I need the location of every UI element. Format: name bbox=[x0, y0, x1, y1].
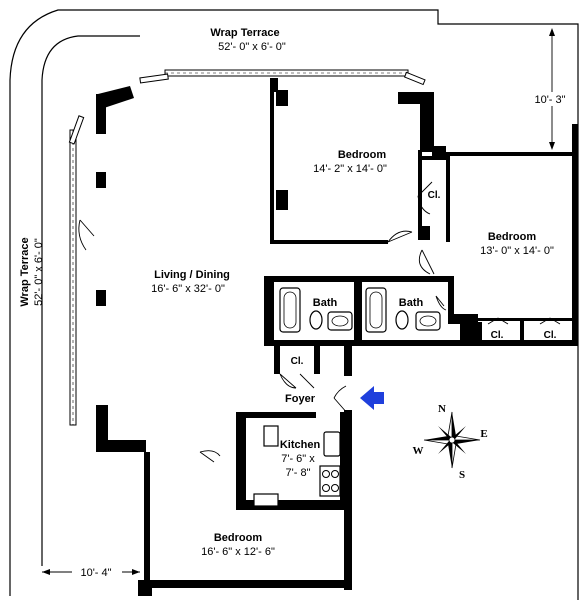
kitchen-dims-line2: 7'- 8" bbox=[286, 467, 311, 479]
compass-east: E bbox=[480, 428, 487, 440]
terrace-bottom-width-text: 10'- 4" bbox=[80, 567, 111, 579]
closet-label-foyer: Cl. bbox=[291, 356, 304, 367]
bath-fixtures bbox=[279, 287, 441, 333]
bedroom-2-name: Bedroom bbox=[488, 231, 537, 243]
entry-arrow-icon bbox=[360, 386, 384, 410]
living-dining-dims: 16'- 6" x 32'- 0" bbox=[151, 283, 225, 295]
interior-walls bbox=[264, 86, 572, 510]
kitchen-name: Kitchen bbox=[280, 439, 321, 451]
bedroom-2-dims: 13'- 0" x 14'- 0" bbox=[480, 245, 554, 257]
wrap-terrace-left-dims: 52'- 0" x 6'- 0" bbox=[33, 238, 45, 306]
doors bbox=[78, 181, 561, 463]
bath-1-name: Bath bbox=[313, 297, 338, 309]
compass-north: N bbox=[438, 403, 446, 415]
terrace-right-depth-text: 10'- 3" bbox=[534, 94, 565, 106]
compass-west: W bbox=[413, 445, 424, 457]
closet-label-bedroom-2-right: Cl. bbox=[544, 330, 557, 341]
compass-rose-icon bbox=[423, 411, 481, 469]
bath-2-name: Bath bbox=[399, 297, 424, 309]
exterior-walls bbox=[96, 78, 578, 596]
top-window-wall bbox=[139, 69, 426, 86]
wrap-terrace-top-dims: 52'- 0" x 6'- 0" bbox=[218, 41, 286, 53]
left-window-wall bbox=[68, 115, 85, 426]
wrap-terrace-left-name: Wrap Terrace bbox=[19, 237, 31, 306]
living-dining-name: Living / Dining bbox=[154, 269, 230, 281]
kitchen-fixtures bbox=[253, 425, 341, 507]
bedroom-1-name: Bedroom bbox=[338, 149, 387, 161]
closet-label-bedroom-2-left: Cl. bbox=[491, 330, 504, 341]
bedroom-3-name: Bedroom bbox=[214, 532, 263, 544]
bedroom-1-dims: 14'- 2" x 14'- 0" bbox=[313, 163, 387, 175]
kitchen-dims-line1: 7'- 6" x bbox=[281, 453, 315, 465]
compass-south: S bbox=[459, 469, 465, 481]
bedroom-3-dims: 16'- 6" x 12'- 6" bbox=[201, 546, 275, 558]
terrace-inner-outline bbox=[41, 35, 140, 566]
closet-label-bedroom-1: Cl. bbox=[428, 190, 441, 201]
terrace-outline bbox=[9, 9, 579, 600]
wrap-terrace-top-name: Wrap Terrace bbox=[210, 27, 279, 39]
terrace-depth-dimension-line bbox=[549, 28, 555, 150]
foyer-name: Foyer bbox=[285, 393, 316, 405]
